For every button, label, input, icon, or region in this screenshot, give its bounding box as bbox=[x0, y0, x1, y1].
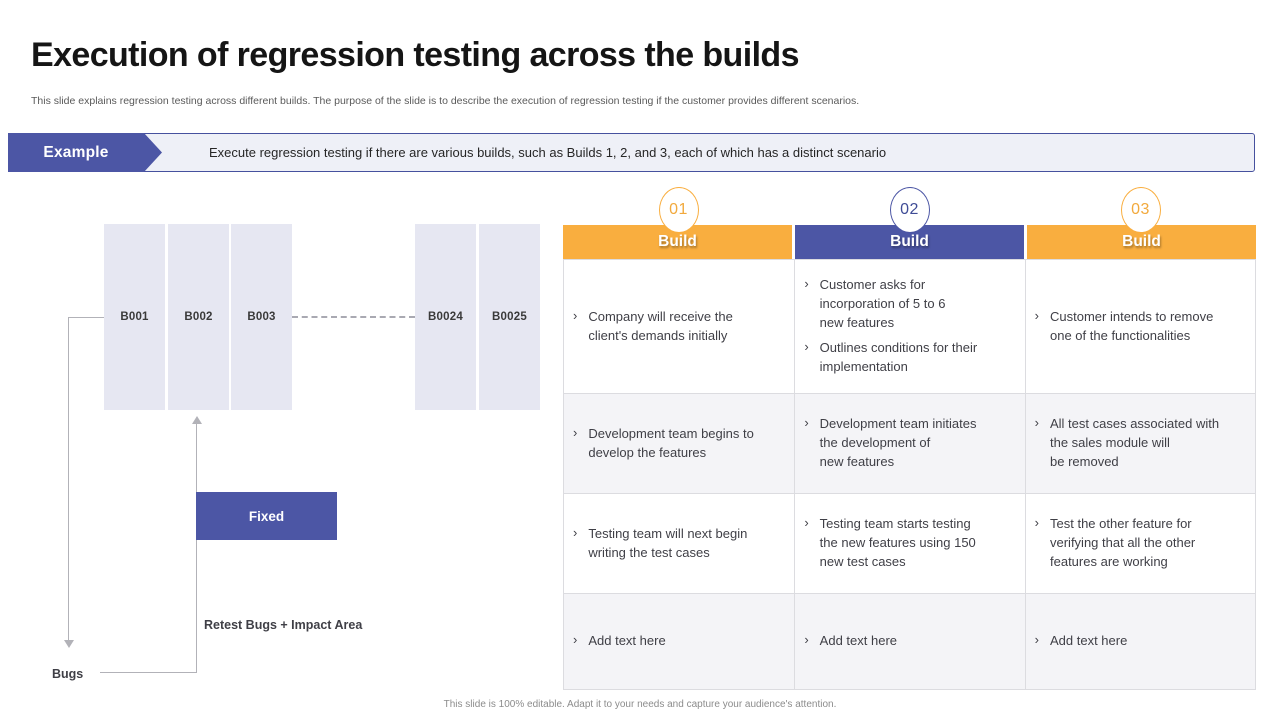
connector-line bbox=[100, 672, 197, 673]
fixed-box: Fixed bbox=[196, 492, 337, 540]
bullet-text: Outlines conditions for their implementa… bbox=[819, 339, 978, 374]
bullet-item: › All test cases associated with the sale… bbox=[1035, 415, 1245, 472]
bullet-item: › Testing team starts testing the new fea… bbox=[804, 515, 1014, 572]
bullet-item[interactable]: › Add text here bbox=[573, 632, 784, 651]
chevron-bullet-icon: › bbox=[804, 276, 809, 292]
chevron-bullet-icon: › bbox=[573, 524, 578, 540]
table-cell: › Customer asks for incorporation of 5 to… bbox=[794, 259, 1025, 393]
chevron-bullet-icon: › bbox=[573, 424, 578, 440]
build-bar: B0025 bbox=[479, 224, 540, 410]
table-cell: › Add text here bbox=[1024, 593, 1255, 689]
example-text: Execute regression testing if there are … bbox=[209, 145, 887, 160]
step-number-badge: 02 bbox=[889, 187, 930, 233]
step-number-badge: 03 bbox=[1120, 187, 1161, 233]
build-bar: B002 bbox=[168, 224, 229, 410]
bullet-text: Customer asks for incorporation of 5 to … bbox=[819, 277, 946, 331]
build-bar: B001 bbox=[104, 224, 165, 410]
bullet-text: Testing team starts testing the new feat… bbox=[819, 516, 976, 569]
chevron-bullet-icon: › bbox=[1034, 307, 1039, 323]
page-title: Execution of regression testing across t… bbox=[31, 36, 799, 74]
bullet-text: Test the other feature for verifying tha… bbox=[1050, 516, 1196, 569]
retest-label: Retest Bugs + Impact Area bbox=[204, 618, 363, 632]
table-cell: › Add text here bbox=[564, 593, 795, 689]
example-tab: Example bbox=[8, 133, 162, 172]
table-cell: › Test the other feature for verifying th… bbox=[1024, 493, 1255, 593]
page-subtitle: This slide explains regression testing a… bbox=[31, 95, 860, 107]
arrow-up-icon bbox=[192, 416, 202, 424]
table-body: › Company will receive the client's deman… bbox=[563, 259, 1256, 690]
bullet-text: Company will receive the client's demand… bbox=[588, 308, 733, 343]
bullet-text: Development team initiates the developme… bbox=[819, 416, 977, 469]
bullet-text: All test cases associated with the sales… bbox=[1050, 416, 1220, 469]
bullet-item: › Test the other feature for verifying th… bbox=[1035, 515, 1245, 572]
bullet-text: Add text here bbox=[1050, 633, 1128, 649]
chevron-bullet-icon: › bbox=[1034, 515, 1039, 531]
bullet-text: Testing team will next begin writing the… bbox=[588, 525, 748, 560]
example-banner: Example Execute regression testing if th… bbox=[8, 133, 1255, 172]
example-label: Example bbox=[43, 143, 109, 161]
bullet-item: › Outlines conditions for their implement… bbox=[804, 339, 1014, 377]
bullet-text: Customer intends to remove one of the fu… bbox=[1050, 308, 1214, 343]
table-cell: › Customer intends to remove one of the f… bbox=[1024, 259, 1255, 393]
chevron-bullet-icon: › bbox=[573, 307, 578, 323]
table-cell: › Development team initiates the developm… bbox=[794, 393, 1025, 493]
chevron-bullet-icon: › bbox=[804, 515, 809, 531]
chevron-bullet-icon: › bbox=[804, 415, 809, 431]
footer-note: This slide is 100% editable. Adapt it to… bbox=[443, 699, 837, 710]
fixed-label: Fixed bbox=[248, 508, 285, 524]
chevron-bullet-icon: › bbox=[804, 338, 809, 354]
step-number-badge: 01 bbox=[658, 187, 699, 233]
connector-line bbox=[196, 424, 197, 673]
bullet-item: › Company will receive the client's deman… bbox=[573, 308, 784, 346]
bullet-item[interactable]: › Add text here bbox=[1035, 632, 1245, 651]
chevron-bullet-icon: › bbox=[804, 632, 809, 648]
connector-line bbox=[68, 317, 69, 640]
bugs-label: Bugs bbox=[52, 667, 84, 681]
table-cell: › All test cases associated with the sale… bbox=[1024, 393, 1255, 493]
build-bar-label: B0025 bbox=[492, 311, 527, 323]
bullet-item: › Customer asks for incorporation of 5 to… bbox=[804, 276, 1014, 333]
chevron-bullet-icon: › bbox=[573, 632, 578, 648]
build-bar-label: B002 bbox=[184, 311, 213, 323]
table-cell: › Testing team will next begin writing th… bbox=[564, 493, 795, 593]
bullet-item: › Customer intends to remove one of the f… bbox=[1035, 308, 1245, 346]
bullet-text: Add text here bbox=[819, 633, 897, 649]
bullet-text: Add text here bbox=[588, 633, 666, 649]
build-bar-label: B0024 bbox=[428, 311, 463, 323]
chevron-bullet-icon: › bbox=[1034, 632, 1039, 648]
build-bar-label: B003 bbox=[247, 311, 276, 323]
arrow-down-icon bbox=[64, 640, 74, 648]
bullet-item: › Testing team will next begin writing th… bbox=[573, 525, 784, 563]
bullet-item: › Development team begins to develop the … bbox=[573, 425, 784, 463]
bullet-item: › Development team initiates the developm… bbox=[804, 415, 1014, 472]
table-cell: › Company will receive the client's deman… bbox=[564, 259, 795, 393]
table-cell: › Development team begins to develop the … bbox=[564, 393, 795, 493]
bullet-item[interactable]: › Add text here bbox=[804, 632, 1014, 651]
chevron-bullet-icon: › bbox=[1034, 415, 1039, 431]
build-bar-label: B001 bbox=[120, 311, 149, 323]
build-bar: B0024 bbox=[415, 224, 476, 410]
table-cell: › Add text here bbox=[794, 593, 1025, 689]
connector-line bbox=[68, 317, 105, 318]
build-bar: B003 bbox=[231, 224, 292, 410]
dashed-connector bbox=[292, 316, 415, 318]
bullet-text: Development team begins to develop the f… bbox=[588, 425, 754, 460]
table-cell: › Testing team starts testing the new fea… bbox=[794, 493, 1025, 593]
build-header: Build bbox=[563, 225, 792, 259]
